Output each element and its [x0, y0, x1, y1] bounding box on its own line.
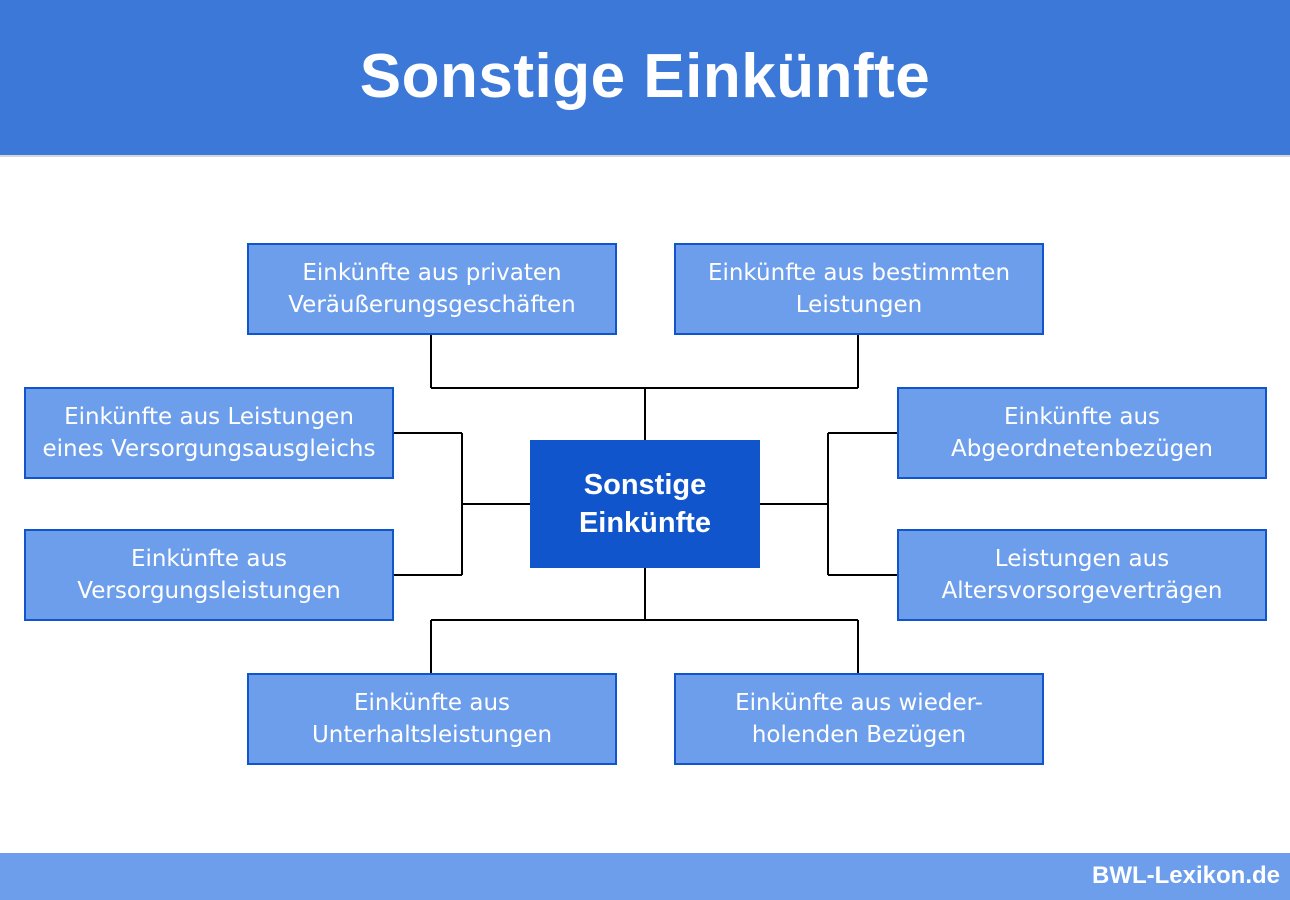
node-certain-services: Einkünfte aus bestimmten Leistungen [674, 243, 1044, 335]
node-retirement-contracts: Leistungen aus Altersvorsorgeverträgen [897, 529, 1267, 621]
node-recurring-payments: Einkünfte aus wieder- holenden Bezügen [674, 673, 1044, 765]
header-banner: Sonstige Einkünfte [0, 0, 1290, 157]
node-parliament-pay: Einkünfte aus Abgeordnetenbezügen [897, 387, 1267, 479]
node-center-other-income: Sonstige Einkünfte [530, 440, 760, 568]
node-private-sales: Einkünfte aus privaten Veräußerungsgesch… [247, 243, 617, 335]
node-maintenance-payments: Einkünfte aus Unterhaltsleistungen [247, 673, 617, 765]
node-pension-benefits: Einkünfte aus Versorgungsleistungen [24, 529, 394, 621]
footer-brand-text: BWL-Lexikon.de [1091, 862, 1280, 889]
page-title: Sonstige Einkünfte [359, 42, 931, 111]
node-pension-equalization: Einkünfte aus Leistungen eines Versorgun… [24, 387, 394, 479]
footer-bar: BWL-Lexikon.de [0, 853, 1290, 900]
